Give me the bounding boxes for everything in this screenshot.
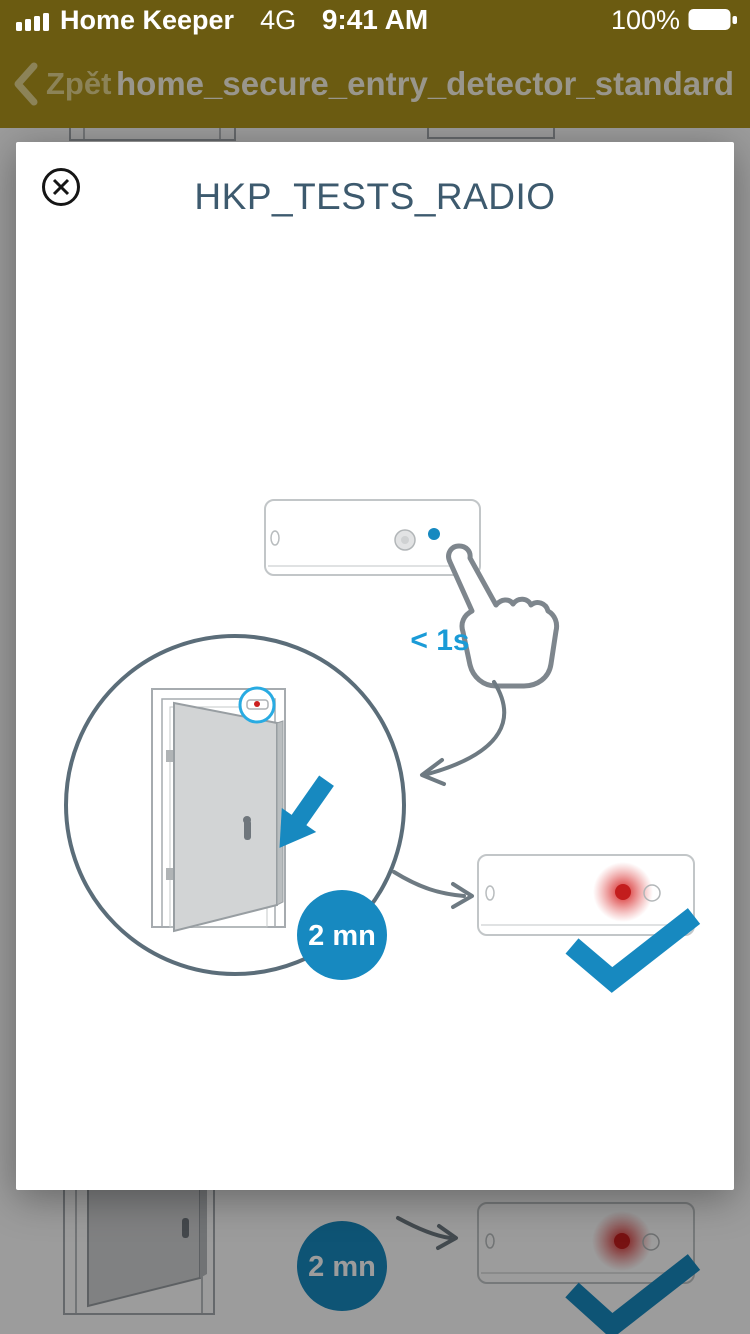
close-door-arrow-icon	[279, 775, 334, 848]
nav-title: home_secure_entry_detector_standard	[116, 65, 735, 102]
carrier-label: Home Keeper	[60, 4, 235, 35]
close-icon	[52, 178, 70, 196]
door-illustration	[151, 688, 286, 933]
nav-bar: Zpět home_secure_entry_detector_standard	[0, 40, 750, 128]
clock: 9:41 AM	[321, 4, 429, 35]
wait-duration-badge: 2 mn	[297, 890, 387, 980]
status-left-group: Home Keeper 4G	[16, 0, 296, 40]
tutorial-modal: HKP_TESTS_RADIO	[16, 142, 734, 1190]
network-label: 4G	[260, 4, 297, 35]
background-wait-duration-label: 2 mn	[308, 1251, 376, 1283]
door-sensor-highlight	[238, 686, 276, 724]
battery-percent: 100%	[610, 4, 680, 35]
background-flow-arrow	[396, 1216, 458, 1250]
status-right-group: 100%	[611, 0, 738, 40]
back-button[interactable]: Zpět	[14, 62, 111, 106]
back-label: Zpět	[46, 66, 112, 101]
background-top-fragments	[69, 103, 555, 141]
success-checkmark-icon	[565, 908, 701, 993]
close-button[interactable]	[42, 168, 80, 206]
tutorial-illustration: < 1s	[64, 499, 701, 993]
alarm-sensor-device	[477, 854, 695, 936]
press-duration-label: < 1s	[410, 624, 469, 657]
back-chevron-icon	[14, 62, 38, 106]
flow-arrow-2	[392, 870, 474, 909]
modal-title: HKP_TESTS_RADIO	[194, 176, 556, 217]
background-wait-duration-badge: 2 mn	[297, 1221, 387, 1311]
background-success-checkmark-icon	[565, 1254, 701, 1334]
flow-arrow-1	[420, 680, 507, 786]
status-bar: Home Keeper 4G 9:41 AM 100%	[0, 0, 750, 40]
door-handle	[244, 820, 251, 840]
press-hand-icon	[446, 543, 560, 689]
wait-duration-label: 2 mn	[308, 920, 376, 952]
signal-icon	[16, 13, 49, 31]
door-sensor-device	[264, 499, 481, 576]
background-sensor-device	[477, 1202, 695, 1284]
header: Home Keeper 4G 9:41 AM 100% Zpět home_se…	[0, 0, 750, 128]
sensor-button-led-blue	[428, 528, 440, 540]
battery-icon	[688, 9, 737, 30]
